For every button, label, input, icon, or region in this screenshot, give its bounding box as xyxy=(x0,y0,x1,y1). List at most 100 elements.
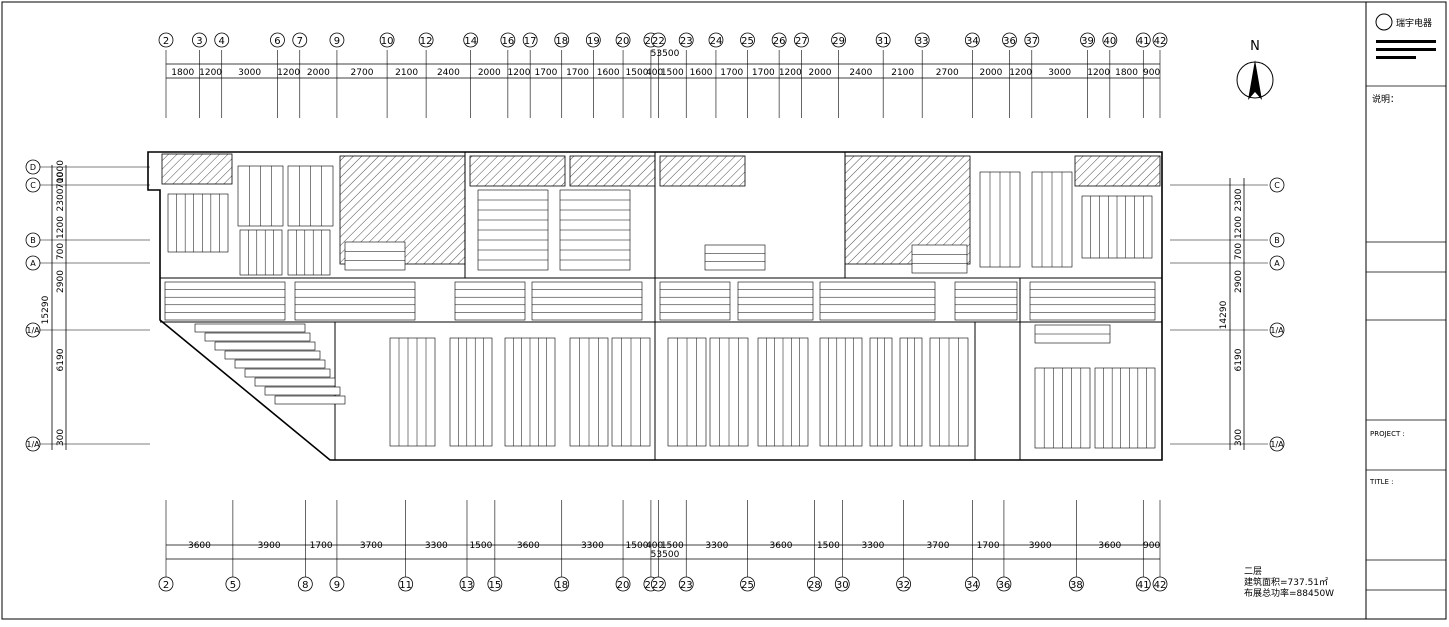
floor-title: 二层 xyxy=(1244,566,1262,577)
dimension-value: 2900 xyxy=(56,270,66,293)
dimension-value: 900 xyxy=(1143,68,1160,78)
fixture-rack xyxy=(194,323,306,333)
axis-label: 13 xyxy=(461,580,474,591)
axis-label: 8 xyxy=(302,580,308,591)
fixture-rack xyxy=(449,337,493,447)
row-axis-label: 1/A xyxy=(1270,440,1284,449)
dimension-value: 6190 xyxy=(56,348,66,371)
fixture-rack xyxy=(294,281,416,321)
dimension-value: 1500 xyxy=(626,68,649,78)
axis-label: 41 xyxy=(1137,36,1150,47)
display-fixtures xyxy=(164,165,1156,449)
dimension-value: 1200 xyxy=(508,68,531,78)
axis-label: 27 xyxy=(795,36,808,47)
dimension-value: 300 xyxy=(1234,429,1244,446)
dimension-value: 700 xyxy=(56,172,66,189)
hatched-wall-zone xyxy=(161,153,233,185)
fixture-rack xyxy=(237,165,284,227)
axis-label: 26 xyxy=(773,36,786,47)
dimension-value: 700 xyxy=(1234,243,1244,260)
dimension-value: 3600 xyxy=(770,541,793,551)
dimension-value: 1700 xyxy=(566,68,589,78)
dimension-value: 1500 xyxy=(661,541,684,551)
fixture-rack xyxy=(659,281,731,321)
right-dimension-chain xyxy=(1229,178,1245,450)
fixture-rack xyxy=(979,171,1021,268)
dimension-value: 1700 xyxy=(534,68,557,78)
hatched-wall-zone xyxy=(659,155,746,187)
dimension-value: 1800 xyxy=(1115,68,1138,78)
fixture-rack xyxy=(667,337,707,447)
axis-label: 23 xyxy=(680,36,693,47)
fixture-rack xyxy=(709,337,749,447)
axis-label: 34 xyxy=(966,580,979,591)
fixture-rack xyxy=(287,229,331,276)
dimension-value: 3300 xyxy=(425,541,448,551)
axis-label: 18 xyxy=(555,36,568,47)
fixture-rack xyxy=(819,281,936,321)
row-axis-label: 1/A xyxy=(26,440,40,449)
fixture-rack xyxy=(1034,324,1111,344)
axis-label: 34 xyxy=(966,36,979,47)
fixture-rack xyxy=(1081,195,1153,259)
dimension-value: 1200 xyxy=(1009,68,1032,78)
axis-label: 25 xyxy=(741,580,754,591)
dimension-value: 1000 xyxy=(56,160,66,183)
axis-label: 37 xyxy=(1025,36,1038,47)
fixture-rack xyxy=(737,281,814,321)
bottom-dimension-chain xyxy=(166,544,1160,560)
fixture-rack xyxy=(164,281,286,321)
axis-label: 40 xyxy=(1103,36,1116,47)
dimension-value: 1600 xyxy=(690,68,713,78)
fixture-rack xyxy=(899,337,923,447)
north-label: N xyxy=(1250,39,1260,54)
hatched-wall-zone xyxy=(469,155,566,187)
axis-label: 12 xyxy=(420,36,433,47)
fixture-rack xyxy=(254,377,336,387)
fixture-rack xyxy=(531,281,643,321)
area-text: 建筑面积=737.51㎡ xyxy=(1244,576,1328,588)
left-total-dimension: 15290 xyxy=(41,295,51,324)
axis-label: 19 xyxy=(587,36,600,47)
notes-heading: 说明： xyxy=(1372,93,1399,105)
axis-label: 9 xyxy=(334,36,340,47)
axis-label: 31 xyxy=(877,36,890,47)
axis-label: 4 xyxy=(219,36,225,47)
axis-label: 17 xyxy=(524,36,537,47)
top-total-dimension: 53500 xyxy=(651,49,680,59)
axis-label: 25 xyxy=(741,36,754,47)
dimension-value: 3900 xyxy=(258,541,281,551)
fixture-rack xyxy=(274,395,346,405)
dimension-value: 1500 xyxy=(626,541,649,551)
dimension-value: 3000 xyxy=(238,68,261,78)
dimension-value: 3300 xyxy=(705,541,728,551)
left-dimension-chain xyxy=(51,165,67,450)
axis-label: 20 xyxy=(617,580,630,591)
dimension-value: 1500 xyxy=(469,541,492,551)
axis-label: 42 xyxy=(1154,580,1167,591)
fixture-rack xyxy=(911,244,968,274)
dimension-value: 2100 xyxy=(395,68,418,78)
axis-label: 39 xyxy=(1081,36,1094,47)
dimension-value: 1700 xyxy=(977,541,1000,551)
dimension-value: 2300 xyxy=(1234,188,1244,211)
north-arrow-icon: N xyxy=(1236,39,1274,100)
dimension-value: 1200 xyxy=(1087,68,1110,78)
dimension-value: 2900 xyxy=(1234,270,1244,293)
dimension-value: 3600 xyxy=(517,541,540,551)
fixture-rack xyxy=(454,281,526,321)
dimension-value: 3700 xyxy=(360,541,383,551)
axis-label: 28 xyxy=(808,580,821,591)
axis-label: 2 xyxy=(163,580,169,591)
top-dimension-chain xyxy=(166,63,1160,79)
dimension-value: 400 xyxy=(646,68,663,78)
bottom-total-dimension: 53500 xyxy=(651,550,680,560)
title-block: 瑞宇电器 说明： PROJECT : TITLE : xyxy=(1365,1,1447,620)
axis-label: 36 xyxy=(998,580,1011,591)
axis-label: 20 xyxy=(617,36,630,47)
fixture-rack xyxy=(204,332,311,342)
